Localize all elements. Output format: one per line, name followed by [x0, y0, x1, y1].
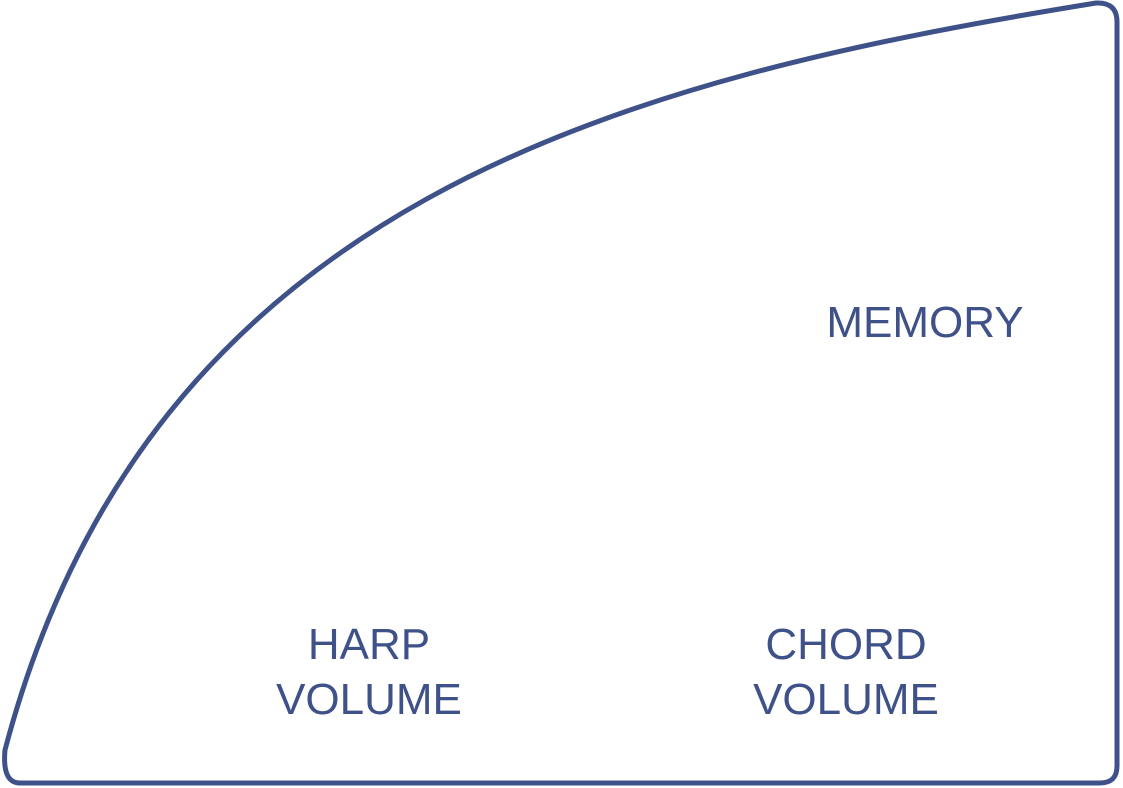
harp-volume-line1: HARP	[307, 620, 431, 669]
memory-label: MEMORY	[774, 295, 1076, 350]
chord-volume-label: CHORD VOLUME	[695, 617, 997, 727]
harp-volume-line2: VOLUME	[276, 675, 462, 724]
chord-volume-line2: VOLUME	[753, 675, 939, 724]
memory-label-text: MEMORY	[826, 298, 1024, 347]
harp-volume-label: HARP VOLUME	[218, 617, 520, 727]
chord-volume-line1: CHORD	[765, 620, 927, 669]
